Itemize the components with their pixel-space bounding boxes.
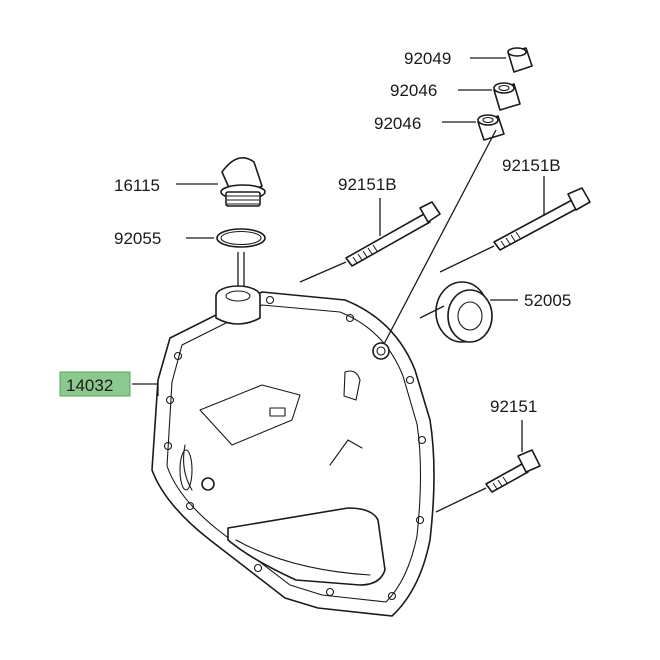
label-92151b-left: 92151B xyxy=(338,175,397,194)
oil-seal-52005[interactable] xyxy=(435,281,493,343)
label-92055: 92055 xyxy=(114,229,161,248)
clutch-cover-14032[interactable] xyxy=(151,285,435,617)
label-52005: 52005 xyxy=(524,291,571,310)
bolt-92151[interactable] xyxy=(485,449,541,493)
o-ring-92055[interactable] xyxy=(216,228,266,248)
label-92049: 92049 xyxy=(404,49,451,68)
part-labels: 92049 92046 92046 92151B 16115 92151B 92… xyxy=(59,49,571,416)
bearing-92046-upper[interactable] xyxy=(493,82,521,111)
label-14032: 14032 xyxy=(66,376,113,395)
label-92046-upper: 92046 xyxy=(390,81,437,100)
label-92046-lower: 92046 xyxy=(374,114,421,133)
label-16115: 16115 xyxy=(114,176,160,195)
bolt-92151b-right[interactable] xyxy=(493,187,591,251)
label-14032-highlight xyxy=(59,371,131,397)
label-92151: 92151 xyxy=(490,397,537,416)
label-92151b-right: 92151B xyxy=(502,156,561,175)
bearing-92046-lower[interactable] xyxy=(477,114,505,141)
oil-cap-16115[interactable] xyxy=(220,156,266,207)
bolt-92151b-left[interactable] xyxy=(345,201,441,267)
collar-92049[interactable] xyxy=(507,47,533,73)
leader-lines xyxy=(132,57,545,513)
